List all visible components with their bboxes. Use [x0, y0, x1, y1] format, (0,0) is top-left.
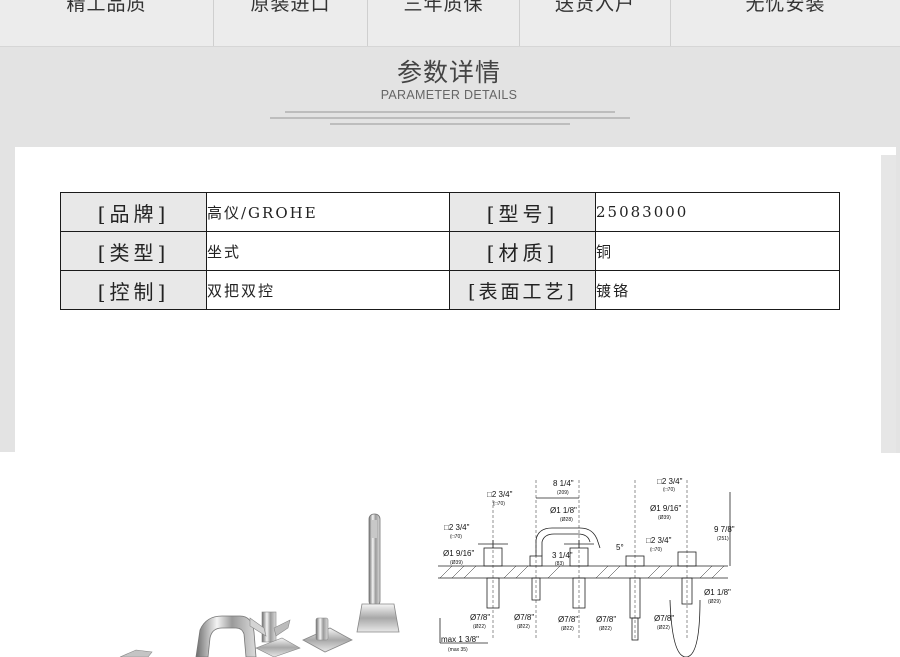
- finish-value: 镀铬: [595, 270, 840, 310]
- control-value: 双把双控: [206, 270, 450, 310]
- feature-item-imported: 原装进口: [250, 0, 331, 15]
- feature-item-installation: 无忧安装: [745, 0, 826, 15]
- feature-item-quality: 精工品质: [66, 0, 147, 15]
- brand-label: [品牌]: [60, 192, 207, 232]
- table-row: [类型] 坐式 [材质] 铜: [60, 231, 840, 271]
- section-subtitle: PARAMETER DETAILS: [380, 88, 518, 102]
- table-row: [控制] 双把双控 [表面工艺] 镀铬: [60, 270, 840, 310]
- decorative-fine-print: [260, 111, 640, 131]
- edge-strip: [0, 147, 15, 452]
- divider: [213, 0, 214, 46]
- divider: [670, 0, 671, 46]
- type-value: 坐式: [206, 231, 450, 271]
- section-header: 参数详情 PARAMETER DETAILS: [0, 47, 898, 147]
- section-title: 参数详情: [396, 58, 501, 87]
- type-label: [类型]: [60, 231, 207, 271]
- material-value: 铜: [595, 231, 840, 271]
- feature-item-warranty: 三年质保: [403, 0, 484, 15]
- control-label: [控制]: [60, 270, 207, 310]
- finish-label: [表面工艺]: [449, 270, 596, 310]
- edge-strip: [881, 155, 896, 453]
- model-label: [型号]: [449, 192, 596, 232]
- divider: [519, 0, 520, 46]
- material-label: [材质]: [449, 231, 596, 271]
- brand-value: 高仪/GROHE: [206, 192, 450, 232]
- params-table: [品牌] 高仪/GROHE [型号] 25083000 [类型] 坐式 [材质]…: [60, 192, 840, 310]
- edge-strip: [896, 47, 900, 453]
- model-value: 25083000: [595, 192, 840, 232]
- table-row: [品牌] 高仪/GROHE [型号] 25083000: [60, 192, 840, 232]
- feature-item-delivery: 送货入户: [554, 0, 635, 15]
- divider: [367, 0, 368, 46]
- feature-bar: 精工品质 原装进口 三年质保 送货入户 无忧安装: [0, 0, 900, 47]
- product-image-area: [15, 455, 881, 657]
